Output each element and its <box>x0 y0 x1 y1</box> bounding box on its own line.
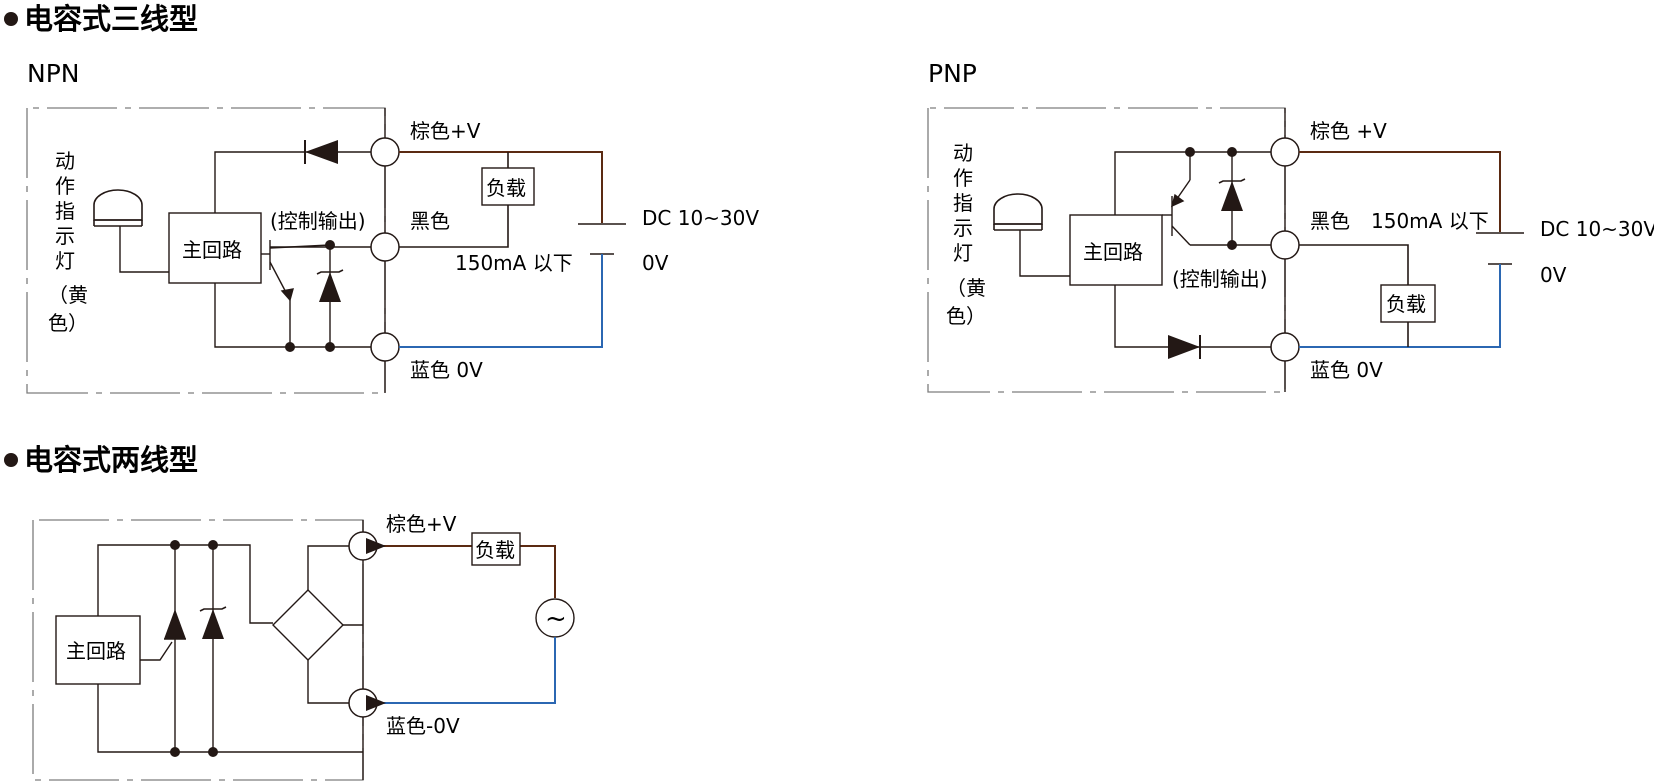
npn-main-circuit-box <box>168 212 262 284</box>
svg-text:示: 示 <box>953 216 973 240</box>
pnp-title: PNP <box>928 59 977 88</box>
pnp-brown-label: 棕色 +V <box>1310 119 1387 143</box>
pnp-indicator-label: 动 作 指 示 灯 （黄 色） <box>946 141 986 328</box>
svg-text:灯: 灯 <box>55 249 75 273</box>
pnp-load-label: 负载 <box>1386 292 1426 316</box>
two-wire-junction-dot <box>170 747 180 757</box>
npn-diode-icon <box>305 140 338 164</box>
svg-text:指: 指 <box>55 199 75 223</box>
svg-text:（黄: （黄 <box>48 283 88 307</box>
pnp-terminal-black <box>1270 230 1300 260</box>
npn-0v-label: 0V <box>642 251 669 275</box>
npn-junction-dot <box>325 240 335 250</box>
svg-text:动: 动 <box>953 141 973 165</box>
pnp-zener-icon <box>1218 152 1246 245</box>
npn-brown-wire <box>399 151 603 223</box>
svg-text:作: 作 <box>55 174 75 198</box>
pnp-diagram: PNP 动 作 指 示 灯 （黄 色） 主回路 <box>927 59 1654 393</box>
two-wire-blue-wire <box>366 637 556 711</box>
svg-text:（黄: （黄 <box>946 276 986 300</box>
two-wire-junction-dot <box>170 540 180 550</box>
npn-blue-wire <box>399 254 603 348</box>
two-wire-main-circuit-label: 主回路 <box>66 639 126 663</box>
two-wire-diagram: 主回路 棕色+V 蓝色-0V <box>32 512 575 781</box>
two-wire-load-label: 负载 <box>475 538 515 562</box>
two-wire-junction-dot <box>208 540 218 550</box>
pnp-blue-wire <box>1299 264 1501 348</box>
two-wire-zener-icon <box>199 545 227 752</box>
npn-terminal-brown <box>370 137 400 167</box>
two-wire-ac-symbol: ~ <box>545 604 567 634</box>
npn-diagram: NPN 动 作 指 示 灯 （黄 色） 主回路 <box>26 59 759 394</box>
svg-text:示: 示 <box>55 224 75 248</box>
npn-load-box <box>481 167 535 206</box>
npn-blue-label: 蓝色 0V <box>410 358 483 382</box>
two-wire-bridge-rectifier-icon <box>272 589 344 661</box>
two-wire-thyristor-icon <box>140 545 186 752</box>
npn-load-label: 负载 <box>486 176 526 200</box>
pnp-transistor-icon <box>1162 152 1271 246</box>
pnp-load-box <box>1380 284 1436 323</box>
pnp-diode-icon <box>1168 335 1200 359</box>
two-wire-terminal-blue <box>348 688 378 718</box>
npn-black-label: 黑色 <box>410 209 450 233</box>
two-wire-brown-label: 棕色+V <box>386 512 457 536</box>
section-heading-two-wire: 电容式两线型 <box>24 443 198 477</box>
pnp-junction-dot <box>1227 240 1237 250</box>
two-wire-main-circuit-box <box>55 615 141 685</box>
two-wire-terminal-brown <box>348 531 378 561</box>
pnp-led-lamp-icon <box>993 193 1070 277</box>
npn-led-lamp-icon <box>93 189 170 273</box>
svg-text:色）: 色） <box>946 304 986 328</box>
npn-control-output-label: (控制输出) <box>270 209 366 233</box>
pnp-0v-label: 0V <box>1540 263 1567 287</box>
pnp-main-circuit-label: 主回路 <box>1083 240 1143 264</box>
npn-current-label: 150mA 以下 <box>455 251 573 275</box>
bullet-dot-three-wire <box>4 12 18 26</box>
svg-text:作: 作 <box>953 166 973 190</box>
pnp-control-output-label: (控制输出) <box>1172 267 1268 291</box>
pnp-junction-dot <box>1185 147 1195 157</box>
npn-main-circuit-label: 主回路 <box>182 238 242 262</box>
npn-terminal-black <box>370 232 400 262</box>
svg-text:动: 动 <box>55 149 75 173</box>
npn-indicator-label: 动 作 指 示 灯 （黄 色） <box>48 149 88 335</box>
two-wire-brown-wire <box>520 545 556 598</box>
svg-text:指: 指 <box>953 191 973 215</box>
pnp-current-label: 150mA 以下 <box>1371 209 1489 233</box>
pnp-junction-dot <box>1227 147 1237 157</box>
npn-junction-dot <box>285 342 295 352</box>
npn-brown-label: 棕色+V <box>410 119 481 143</box>
npn-junction-dot <box>325 342 335 352</box>
npn-zener-icon <box>316 245 344 347</box>
pnp-main-circuit-box <box>1069 214 1163 286</box>
two-wire-blue-label: 蓝色-0V <box>386 714 460 738</box>
pnp-black-label: 黑色 <box>1310 209 1350 233</box>
npn-terminal-blue <box>370 332 400 362</box>
two-wire-junction-dot <box>208 747 218 757</box>
pnp-housing-outline <box>927 107 1286 393</box>
npn-dc-label: DC 10~30V <box>642 206 759 230</box>
pnp-terminal-brown <box>1270 137 1300 167</box>
npn-housing-outline <box>26 107 386 394</box>
pnp-dc-label: DC 10~30V <box>1540 217 1654 241</box>
svg-text:灯: 灯 <box>953 241 973 265</box>
npn-title: NPN <box>27 59 79 88</box>
bullet-dot-two-wire <box>4 453 18 467</box>
section-heading-three-wire: 电容式三线型 <box>24 2 198 36</box>
svg-text:色）: 色） <box>48 311 88 335</box>
pnp-brown-wire <box>1299 151 1501 232</box>
pnp-blue-label: 蓝色 0V <box>1310 358 1383 382</box>
npn-transistor-icon <box>261 240 331 347</box>
pnp-terminal-blue <box>1270 332 1300 362</box>
two-wire-load-box <box>471 532 521 566</box>
